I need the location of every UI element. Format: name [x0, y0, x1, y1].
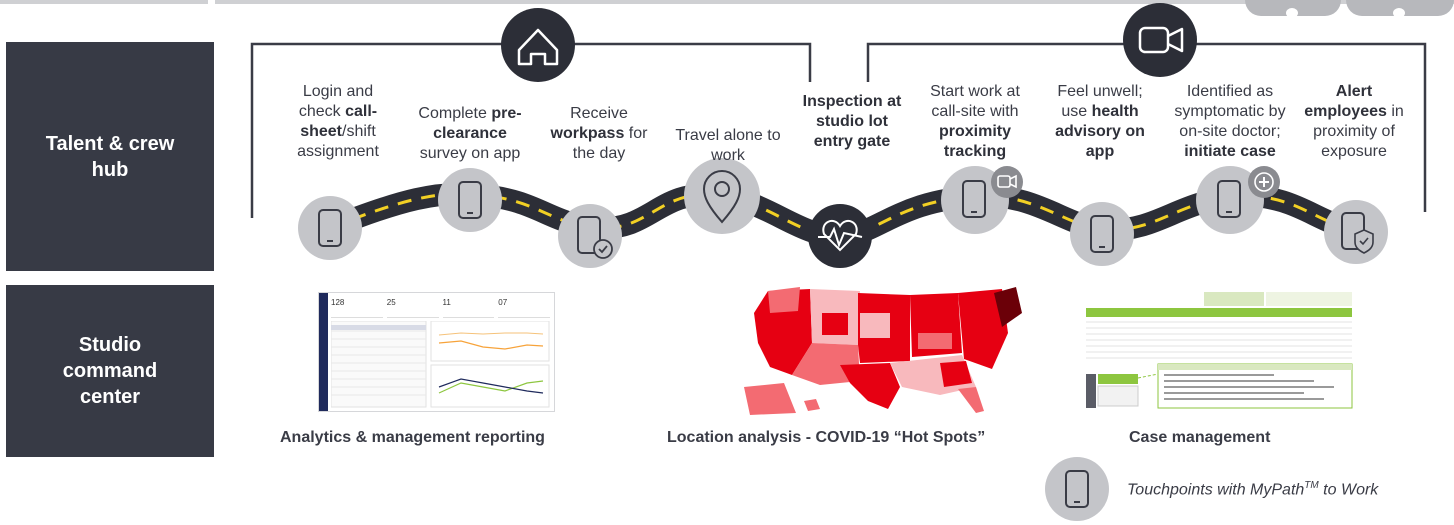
touchpoint-phone-shield — [1324, 200, 1388, 264]
step-text: in proximity of exposure — [1313, 103, 1404, 160]
kpi-value: 07 — [498, 298, 550, 318]
case-flow-box — [1098, 374, 1138, 384]
step-bold: Inspection at studio lot entry gate — [802, 93, 902, 150]
step-text: Complete — [418, 105, 492, 122]
video-camera-icon — [1123, 3, 1197, 77]
caption-location-analysis: Location analysis - COVID-19 “Hot Spots” — [667, 429, 986, 446]
tab-dot-2 — [1393, 8, 1405, 18]
chart-line-blue — [438, 378, 544, 394]
touchpoint-phone-4 — [1070, 202, 1134, 266]
kpi-value: 11 — [442, 298, 495, 318]
legend-touchpoints: Touchpoints with MyPathTM to Work — [1127, 480, 1378, 499]
kpi-value: 128 — [331, 298, 383, 318]
chart-line-orange — [438, 340, 544, 350]
case-flow-box-2 — [1097, 385, 1139, 407]
journey-diagram — [250, 3, 1427, 268]
step-bold: workpass — [550, 125, 625, 142]
row-label-line: Talent & crew — [45, 132, 175, 155]
step-travel-alone: Travel alone to work — [664, 126, 792, 166]
step-proximity-tracking: Start work at call-site with proximity t… — [916, 82, 1034, 162]
step-text: Identified as symptomatic by on-site doc… — [1174, 83, 1286, 140]
step-initiate-case: Identified as symptomatic by on-site doc… — [1162, 82, 1298, 162]
step-receive-workpass: Receive workpass for the day — [544, 104, 654, 164]
kpi-value: 25 — [386, 298, 439, 318]
legend-phone-icon — [1045, 457, 1109, 521]
step-text: Receive — [570, 105, 628, 122]
home-icon — [501, 8, 575, 82]
top-divider-left — [0, 0, 208, 4]
map-southwest — [792, 343, 860, 385]
row-label-line: command — [62, 360, 158, 382]
dashboard-table — [331, 321, 427, 408]
caption-case-management: Case management — [1129, 429, 1271, 446]
map-south-hot — [940, 361, 972, 387]
step-bold: proximity tracking — [938, 123, 1011, 160]
step-text: for the day — [572, 125, 648, 162]
touchpoint-heartbeat — [808, 204, 872, 268]
dashboard-body — [331, 321, 550, 408]
map-texas — [840, 363, 900, 409]
case-management-thumbnail — [1084, 292, 1354, 410]
dashboard-chart-bottom — [430, 364, 550, 408]
top-divider-bar — [215, 0, 1454, 4]
case-table-banner — [1204, 292, 1264, 306]
legend-suffix: to Work — [1318, 481, 1379, 499]
dashboard-sidebar — [319, 293, 328, 411]
case-guidance-title — [1158, 364, 1352, 370]
case-table-header — [1086, 308, 1352, 317]
case-table-graphic — [1086, 292, 1353, 409]
step-text: survey on app — [419, 145, 521, 162]
dashboard-table-header — [331, 325, 426, 330]
touchpoint-phone-check — [558, 204, 622, 268]
step-bold: initiate case — [1184, 143, 1276, 160]
step-text: Travel alone to work — [675, 127, 781, 164]
tab-dot-1 — [1286, 8, 1298, 18]
legend-text: Touchpoints with MyPath — [1127, 481, 1305, 499]
chart-line-green — [438, 380, 544, 394]
step-bold: health advisory on app — [1055, 103, 1145, 160]
analytics-dashboard-thumbnail: 128 25 11 07 — [318, 292, 555, 412]
step-login-callsheet: Login and check call-sheet/shift assignm… — [284, 82, 392, 162]
touchpoint-location-pin — [684, 158, 760, 234]
row-label-line: center — [79, 386, 141, 408]
touchpoint-video-badge — [991, 166, 1023, 198]
dashboard-kpi-row: 128 25 11 07 — [331, 298, 550, 318]
dashboard-chart-top — [430, 321, 550, 362]
step-text: /shift assignment — [297, 123, 379, 160]
step-text: Feel unwell; use — [1057, 83, 1143, 120]
row-label-command-center: Studio command center — [6, 285, 214, 457]
step-text: Login and check — [298, 83, 374, 120]
step-text: Start work at call-site with — [930, 83, 1020, 120]
touchpoint-medical-badge — [1248, 166, 1280, 198]
map-northwest — [768, 287, 800, 313]
map-alaska — [744, 383, 796, 415]
case-table-banner-2 — [1266, 292, 1352, 306]
case-flow-label — [1086, 374, 1096, 408]
step-health-advisory: Feel unwell; use health advisory on app — [1044, 82, 1156, 162]
chart-line-orange-2 — [438, 332, 544, 336]
map-northeast-dark — [994, 287, 1022, 327]
step-bold: call-sheet — [300, 103, 378, 140]
map-midwest-cool — [918, 333, 952, 349]
step-bold: Alert employees — [1304, 83, 1387, 120]
touchpoint-phone-5 — [1196, 166, 1264, 234]
map-plains-cool — [860, 313, 890, 338]
map-florida — [958, 387, 984, 413]
step-bold: pre-clearance — [433, 105, 522, 142]
us-hotspot-map — [744, 287, 1022, 415]
row-label-line: hub — [91, 158, 129, 181]
caption-analytics: Analytics & management reporting — [280, 429, 545, 446]
map-east — [958, 289, 1008, 369]
map-hawaii — [804, 399, 820, 411]
step-alert-employees: Alert employees in proximity of exposure — [1302, 82, 1406, 162]
legend-trademark: TM — [1304, 480, 1319, 491]
step-inspection-gate: Inspection at studio lot entry gate — [796, 92, 908, 152]
step-pre-clearance: Complete pre-clearance survey on app — [408, 104, 532, 164]
map-mountain-hot — [822, 313, 848, 335]
case-flow-dash — [1137, 373, 1159, 379]
row-label-line: Studio — [78, 334, 142, 356]
touchpoint-phone-2 — [438, 168, 502, 232]
touchpoint-phone-1 — [298, 196, 362, 260]
row-label-talent-hub: Talent & crew hub — [6, 42, 214, 271]
